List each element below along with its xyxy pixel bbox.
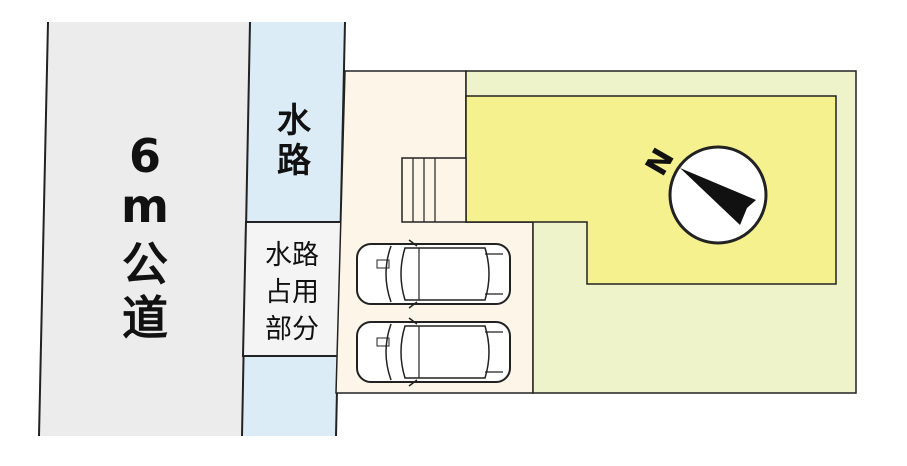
road-label-char-1: 6 bbox=[129, 129, 161, 183]
road-area bbox=[39, 22, 250, 436]
waterway-use-label: 水路 占用 部分 bbox=[265, 240, 319, 345]
waterway-label-char-2: 路 bbox=[277, 141, 312, 181]
waterway-use-line-3: 部分 bbox=[265, 314, 319, 345]
waterway-use-line-1: 水路 bbox=[265, 240, 319, 271]
road-label-char-2: m bbox=[121, 179, 169, 233]
waterway-label: 水 路 bbox=[277, 101, 312, 181]
road-label: 6 m 公 道 bbox=[121, 129, 169, 345]
road-label-char-4: 道 bbox=[122, 291, 168, 345]
road-label-char-3: 公 bbox=[122, 237, 168, 291]
road-left-edge bbox=[38, 21, 49, 437]
parked-car-1-icon bbox=[356, 239, 511, 309]
waterway-label-char-1: 水 bbox=[277, 101, 312, 141]
parked-car-2-icon bbox=[356, 317, 511, 387]
waterway-use-line-2: 占用 bbox=[265, 277, 319, 308]
entrance-steps bbox=[401, 157, 467, 223]
